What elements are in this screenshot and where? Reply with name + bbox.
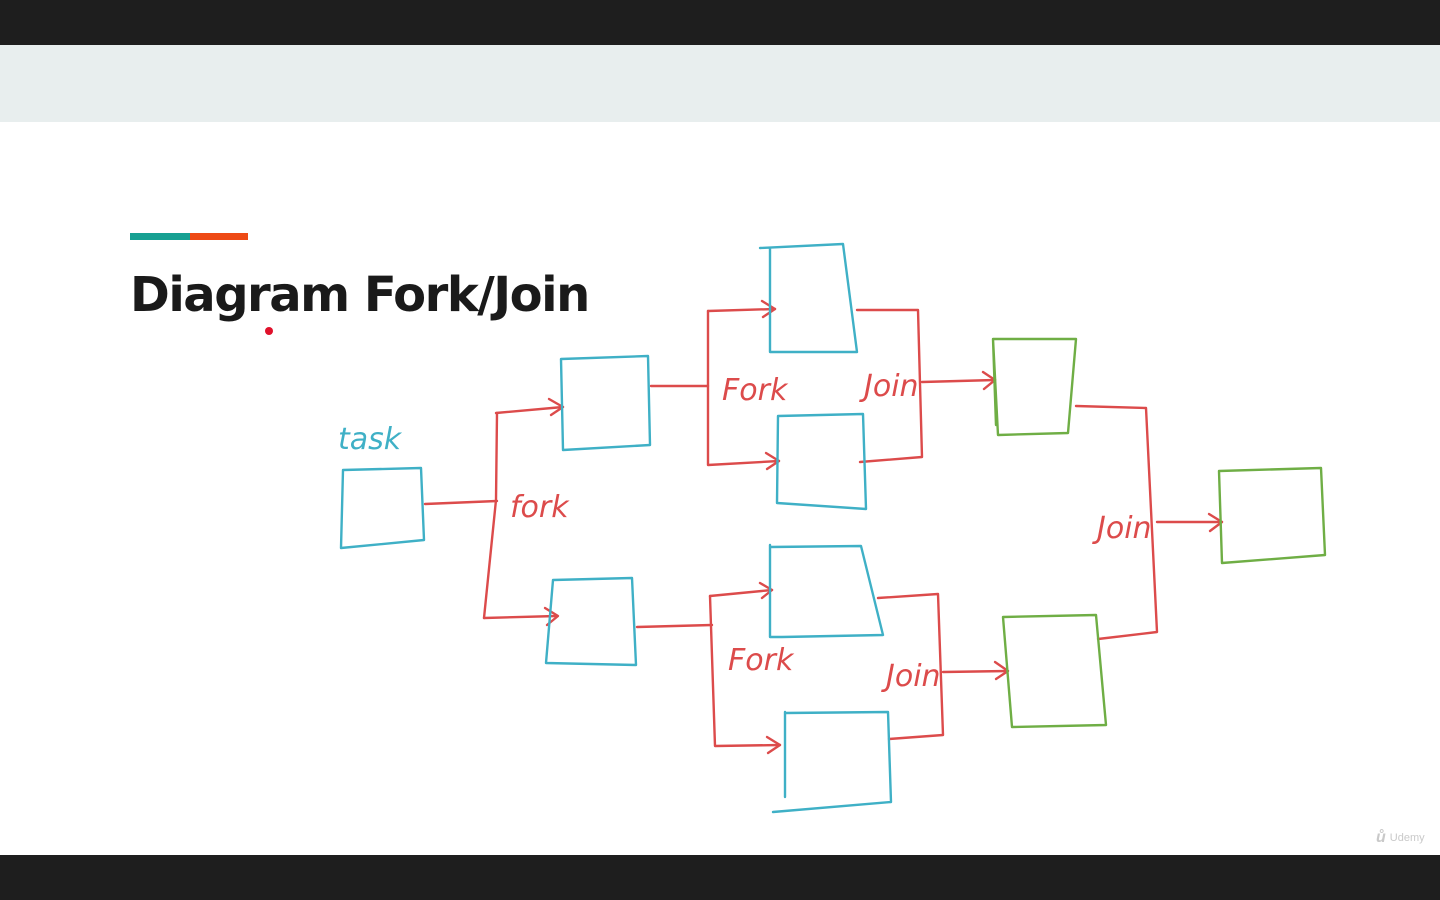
task-box-5 <box>768 543 885 639</box>
label-fork-upper: Fork <box>722 373 789 408</box>
label-join-upper: Join <box>859 369 919 404</box>
title-accent-bar <box>130 233 248 240</box>
result-box-lower <box>1001 613 1108 729</box>
connector-fork-to-box2 <box>482 614 559 620</box>
task-box-2 <box>544 576 638 667</box>
upper-fork-bracket <box>706 309 781 467</box>
connectors <box>423 299 1224 755</box>
task-box-4 <box>775 412 868 511</box>
upper-join-bracket <box>855 308 924 464</box>
connector-upper-join-to-green1 <box>920 378 997 384</box>
slide-header-band <box>0 45 1440 122</box>
arrowhead-box5 <box>758 581 774 600</box>
slide-title: Diagram Fork/Join <box>130 267 590 323</box>
task-box-root <box>339 466 426 550</box>
result-box-upper <box>991 337 1078 437</box>
connector-upper-fork-to-box3 <box>706 307 777 313</box>
connector-fork-to-box1 <box>494 405 565 415</box>
watermark: ů Udemy <box>1376 829 1425 847</box>
task-boxes <box>339 242 893 814</box>
final-join-bracket <box>1074 404 1159 641</box>
task-box-1 <box>559 354 652 452</box>
letterbox-bottom <box>0 855 1440 900</box>
lower-join-bracket <box>876 592 945 741</box>
result-box-final <box>1217 466 1327 565</box>
accent-teal-segment <box>130 233 190 240</box>
task-box-6 <box>771 710 893 814</box>
connector-fork-branch-vertical <box>482 411 499 620</box>
label-join-lower: Join <box>881 659 941 694</box>
label-task: task <box>338 422 403 457</box>
arrowhead-box3 <box>760 299 777 319</box>
letterbox-top <box>0 0 1440 45</box>
result-boxes <box>991 337 1327 729</box>
fork-join-diagram: task fork Fork Join Fork Join Join <box>338 242 1327 814</box>
connector-task-to-fork <box>423 499 499 506</box>
accent-orange-segment <box>190 233 248 240</box>
connector-lower-join-to-green2 <box>941 669 1010 674</box>
label-join-final: Join <box>1092 511 1152 546</box>
slide: Diagram Fork/Join <box>0 45 1440 855</box>
arrowhead-result <box>1207 512 1224 533</box>
label-fork-main: fork <box>510 490 570 525</box>
task-box-3 <box>758 242 859 354</box>
arrowhead-box4 <box>764 451 781 471</box>
udemy-logo-icon: ů <box>1376 829 1386 846</box>
watermark-text: Udemy <box>1389 832 1425 844</box>
cursor-dot <box>265 327 273 335</box>
connector-lower-fork-to-box5 <box>708 588 774 598</box>
connector-box2-to-lower-fork <box>635 623 714 629</box>
label-fork-lower: Fork <box>728 643 795 678</box>
arrowhead-box6 <box>765 735 782 755</box>
lower-fork-bracket <box>708 594 782 748</box>
